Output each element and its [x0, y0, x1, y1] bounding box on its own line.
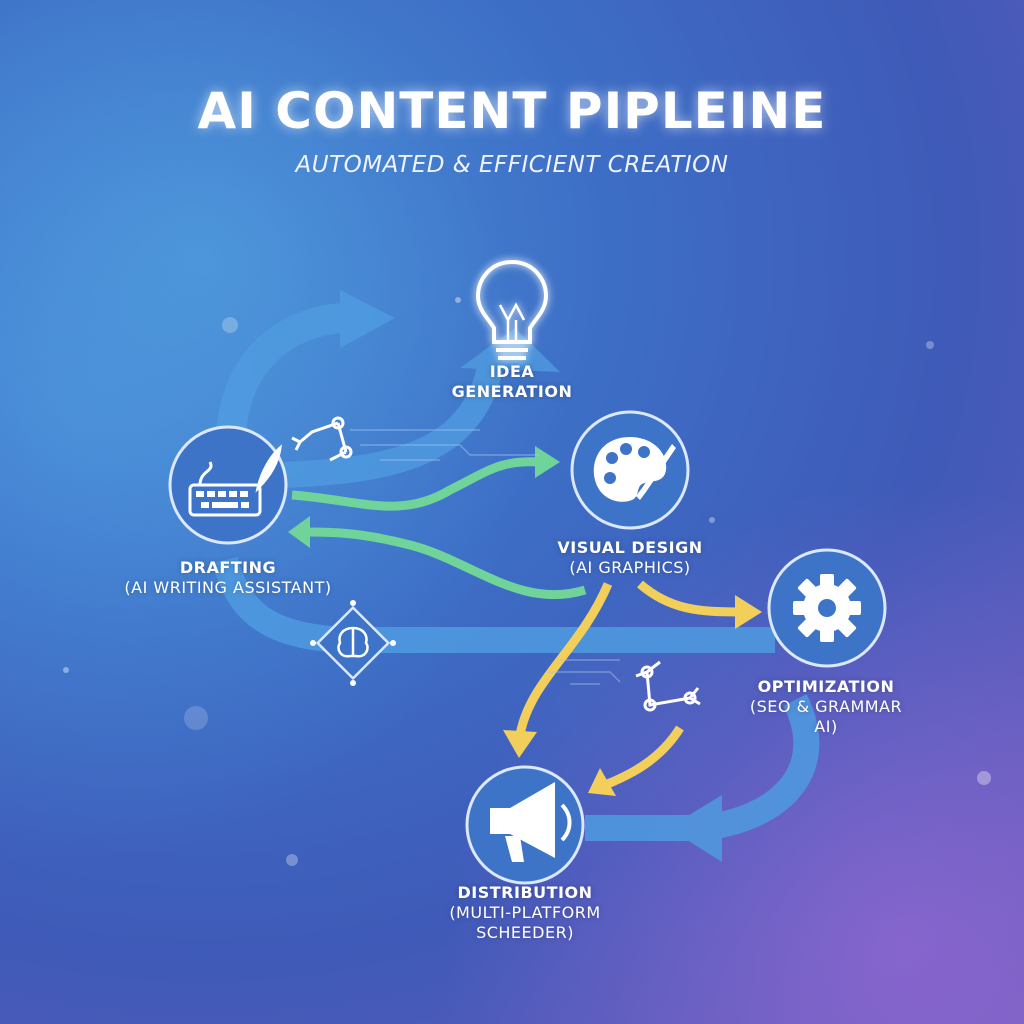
- brain-icon: [310, 600, 396, 686]
- idea-generation-label: IDEA GENERATION: [440, 362, 584, 402]
- distribution-subtitle-line1: (MULTI-PLATFORM: [449, 903, 601, 922]
- circuit-lines: [350, 429, 621, 685]
- robot-arm-icon: [635, 660, 701, 712]
- idea-label-line1: IDEA: [489, 362, 535, 381]
- page-title: AI CONTENT PIPLEINE: [197, 82, 827, 140]
- drafting-node: [168, 425, 288, 545]
- optimization-label: OPTIMIZATION (SEO & GRAMMAR AI): [736, 677, 916, 737]
- drafting-label: DRAFTING (AI WRITING ASSISTANT): [118, 558, 338, 598]
- arrow-visual-to-drafting: [288, 516, 587, 600]
- distribution-label: DISTRIBUTION (MULTI-PLATFORM SCHEEDER): [430, 883, 620, 943]
- visual-design-subtitle: (AI GRAPHICS): [569, 558, 691, 577]
- distribution-title: DISTRIBUTION: [457, 883, 593, 902]
- keyboard-quill-icon: [188, 444, 283, 517]
- lightbulb-icon: [475, 259, 549, 360]
- distribution-node: [465, 765, 585, 885]
- palette-icon: [593, 437, 676, 502]
- arrow-visual-to-distribution: [503, 582, 613, 758]
- arrow-optimization-to-distribution: [585, 694, 820, 862]
- visual-design-node: [570, 410, 690, 530]
- visual-design-title: VISUAL DESIGN: [557, 538, 703, 557]
- optimization-subtitle: (SEO & GRAMMAR AI): [749, 697, 903, 736]
- robot-arm-icon: [291, 416, 353, 462]
- idea-label-line2: GENERATION: [451, 382, 573, 401]
- arrow-drafting-to-visual: [291, 446, 560, 511]
- visual-design-label: VISUAL DESIGN (AI GRAPHICS): [540, 538, 720, 578]
- drafting-title: DRAFTING: [179, 558, 277, 577]
- optimization-node: [767, 548, 887, 668]
- arrow-visual-to-optimization: [637, 580, 762, 629]
- megaphone-icon: [490, 782, 572, 862]
- distribution-subtitle-line2: SCHEEDER): [476, 923, 574, 942]
- gear-icon: [793, 574, 861, 642]
- arrow-optimization-to-distribution-yellow: [588, 725, 684, 796]
- background-dots: [63, 297, 991, 866]
- drafting-subtitle: (AI WRITING ASSISTANT): [124, 578, 332, 597]
- optimization-title: OPTIMIZATION: [757, 677, 895, 696]
- page-subtitle: AUTOMATED & EFFICIENT CREATION: [295, 152, 729, 178]
